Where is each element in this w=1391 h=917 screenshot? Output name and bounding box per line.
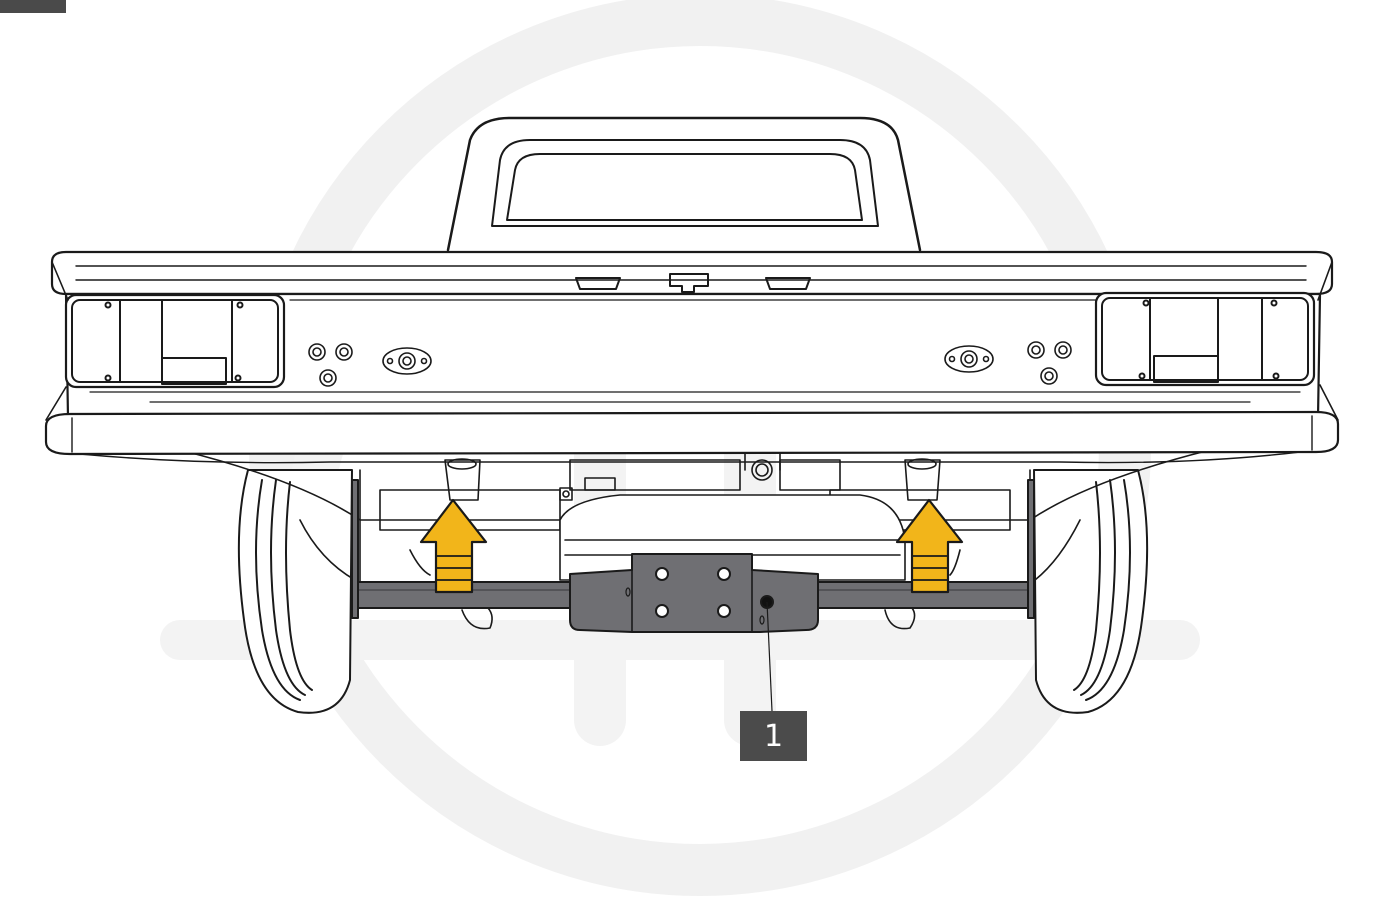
left-tail-lamp: [64, 293, 286, 389]
rear-bumper: [44, 410, 1340, 456]
hitch-bolt: [717, 567, 731, 581]
left-tyre: [237, 469, 353, 714]
hitch-bolt: [655, 567, 669, 581]
tow-bar-left-bracket: [351, 479, 359, 619]
callout-label-1: 1: [740, 711, 807, 761]
tow-bar-right-bracket: [1027, 479, 1035, 619]
vehicle-rear-view: [44, 116, 1340, 714]
callout-leader-line: [766, 601, 773, 712]
lift-arrow-right: [895, 498, 964, 594]
tailgate-fittings: [308, 341, 1072, 387]
rear-window-inner: [506, 153, 863, 221]
hitch-bolt: [655, 604, 669, 618]
lift-arrow-left: [419, 498, 488, 594]
right-tyre: [1033, 469, 1149, 714]
hitch-bolt: [717, 604, 731, 618]
right-tail-lamp: [1094, 291, 1316, 387]
corner-tab: [0, 0, 66, 13]
